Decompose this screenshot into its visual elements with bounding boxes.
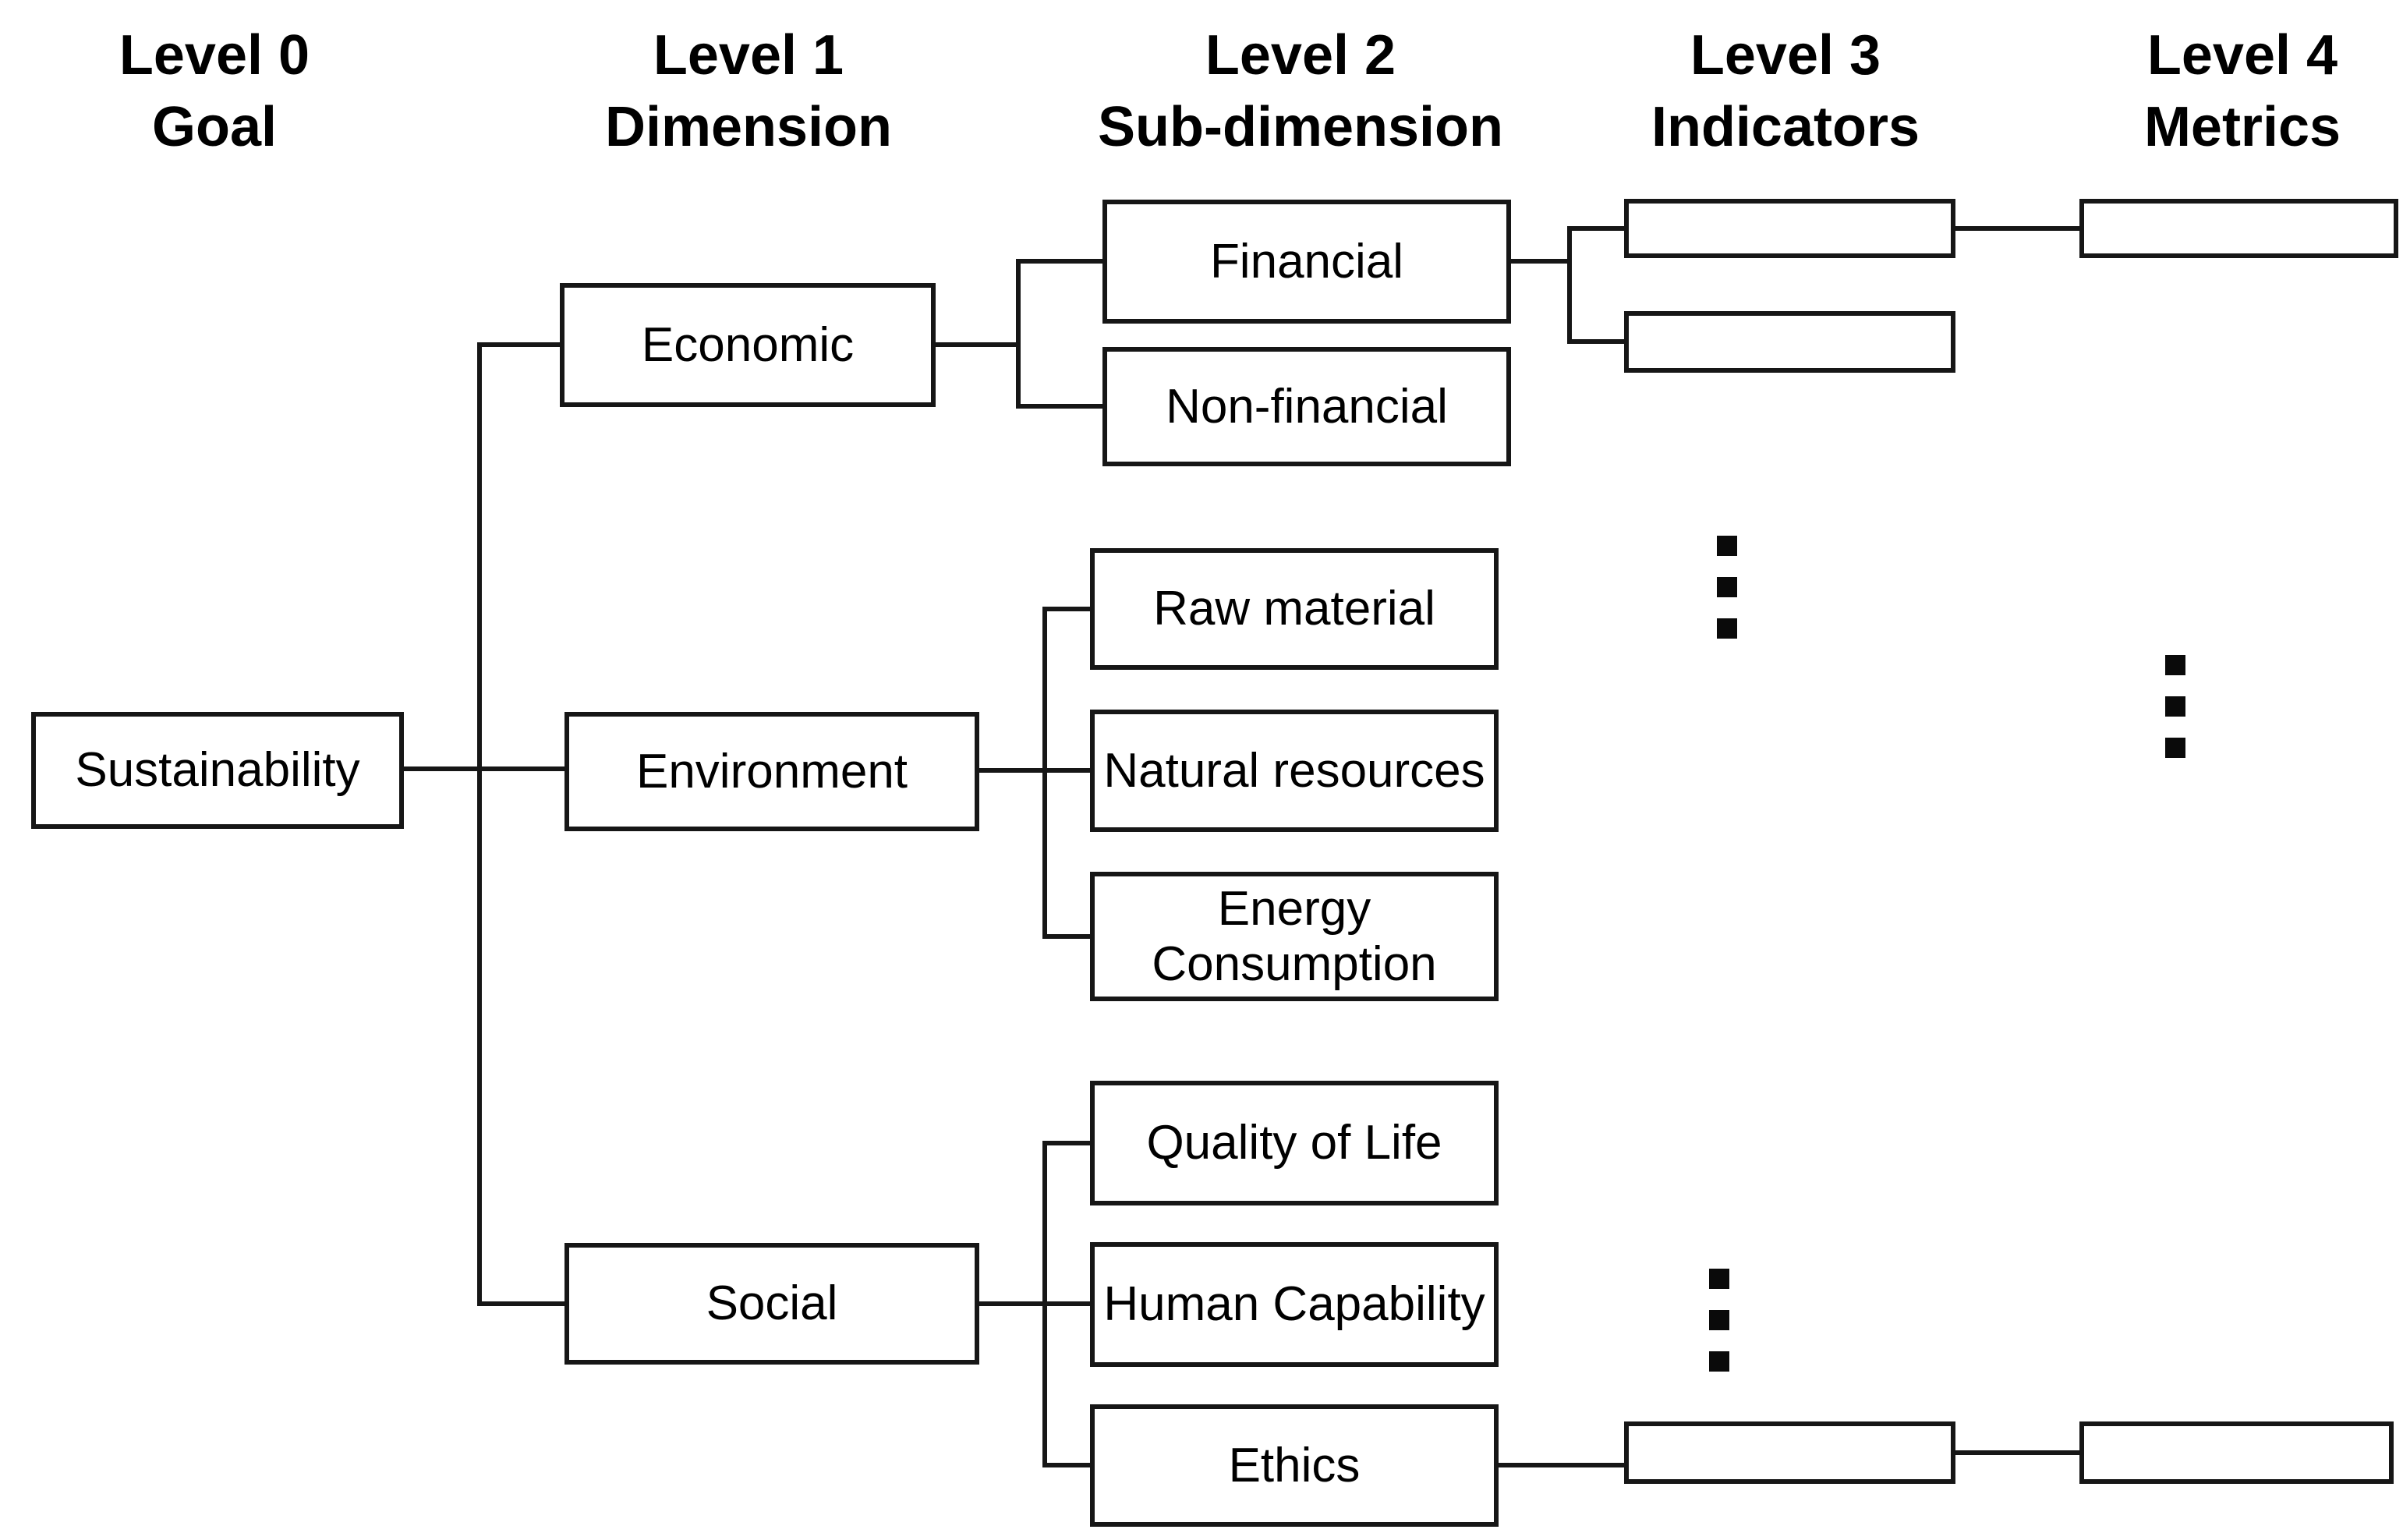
connector-to-non-financial bbox=[1016, 404, 1102, 409]
node-label: Environment bbox=[635, 744, 908, 798]
level4-metric-box-bottom bbox=[2079, 1421, 2394, 1484]
connector-to-indicator-top-2 bbox=[1567, 339, 1624, 344]
connector-indicator-metric-bottom bbox=[1955, 1450, 2079, 1455]
connector-social-human-capability bbox=[979, 1301, 1090, 1306]
node-financial: Financial bbox=[1102, 200, 1511, 324]
node-label: Financial bbox=[1209, 234, 1404, 289]
node-energy-consumption: Energy Consumption bbox=[1090, 872, 1499, 1001]
header-line2: Dimension bbox=[604, 96, 893, 159]
level3-indicator-box-top-1 bbox=[1624, 199, 1955, 258]
node-label: Non-financial bbox=[1166, 379, 1448, 434]
connector-trunk-environment-children bbox=[1042, 607, 1047, 939]
header-line2: Goal bbox=[151, 96, 278, 159]
level4-metric-box-top bbox=[2079, 199, 2398, 258]
connector-trunk-financial-indicators bbox=[1567, 226, 1572, 344]
connector-trunk-economic-children bbox=[1016, 259, 1021, 409]
ellipsis-dot bbox=[2165, 696, 2185, 717]
ellipsis-dot bbox=[1709, 1310, 1729, 1330]
node-label: Natural resources bbox=[1103, 743, 1485, 798]
connector-financial-out bbox=[1511, 259, 1572, 264]
node-label: Social bbox=[706, 1276, 838, 1331]
connector-to-social bbox=[477, 1301, 564, 1306]
node-environment: Environment bbox=[564, 712, 979, 831]
node-label: Raw material bbox=[1153, 582, 1435, 636]
ellipsis-dot bbox=[2165, 738, 2185, 758]
connector-trunk-dimensions bbox=[477, 342, 482, 1306]
header-line1: Level 4 bbox=[2146, 24, 2338, 87]
node-label: Energy Consumption bbox=[1152, 881, 1437, 991]
connector-to-indicator-top-1 bbox=[1567, 226, 1624, 231]
node-sustainability: Sustainability bbox=[31, 712, 404, 829]
node-label: Human Capability bbox=[1103, 1277, 1485, 1332]
connector-to-quality-of-life bbox=[1042, 1141, 1090, 1145]
level3-indicator-box-bottom bbox=[1624, 1421, 1955, 1484]
node-ethics: Ethics bbox=[1090, 1404, 1499, 1527]
connector-trunk-social-children bbox=[1042, 1141, 1047, 1467]
ellipsis-dot bbox=[1717, 618, 1737, 639]
node-economic: Economic bbox=[560, 283, 936, 407]
connector-indicator-metric-top bbox=[1955, 226, 2079, 231]
node-non-financial: Non-financial bbox=[1102, 347, 1511, 466]
node-quality-of-life: Quality of Life bbox=[1090, 1081, 1499, 1205]
ellipsis-dot bbox=[1709, 1351, 1729, 1372]
column-header-level1: Level 1 Dimension bbox=[476, 19, 1021, 163]
connector-to-raw-material bbox=[1042, 607, 1090, 611]
node-social: Social bbox=[564, 1243, 979, 1365]
connector-to-ethics bbox=[1042, 1463, 1090, 1467]
connector-sustainability-environment bbox=[399, 766, 564, 771]
node-label: Quality of Life bbox=[1146, 1116, 1442, 1170]
ellipsis-dot bbox=[2165, 655, 2185, 675]
column-header-level0: Level 0 Goal bbox=[0, 19, 429, 163]
header-line1: Level 0 bbox=[119, 24, 310, 87]
node-label: Economic bbox=[641, 317, 855, 372]
connector-to-energy-consumption bbox=[1042, 934, 1090, 939]
column-header-level3: Level 3 Indicators bbox=[1513, 19, 2058, 163]
ellipsis-dot bbox=[1717, 536, 1737, 556]
connector-ethics-indicator bbox=[1499, 1463, 1624, 1467]
header-line2: Sub-dimension bbox=[1098, 96, 1503, 159]
level3-ellipsis-lower bbox=[1709, 1269, 1729, 1372]
connector-economic-out bbox=[936, 342, 1021, 347]
ellipsis-dot bbox=[1717, 577, 1737, 597]
connector-to-economic bbox=[477, 342, 560, 347]
header-line2: Indicators bbox=[1651, 96, 1920, 159]
level3-indicator-box-top-2 bbox=[1624, 311, 1955, 373]
node-human-capability: Human Capability bbox=[1090, 1242, 1499, 1367]
ellipsis-dot bbox=[1709, 1269, 1729, 1289]
node-raw-material: Raw material bbox=[1090, 548, 1499, 670]
connector-environment-natural-resources bbox=[979, 768, 1090, 773]
header-line2: Metrics bbox=[2143, 96, 2341, 159]
node-label: Sustainability bbox=[75, 743, 360, 798]
node-label: Ethics bbox=[1228, 1438, 1361, 1492]
column-header-level4: Level 4 Metrics bbox=[1969, 19, 2403, 163]
level4-ellipsis bbox=[2165, 655, 2185, 758]
header-line1: Level 1 bbox=[653, 24, 844, 87]
column-header-level2: Level 2 Sub-dimension bbox=[1028, 19, 1573, 163]
node-natural-resources: Natural resources bbox=[1090, 710, 1499, 832]
connector-to-financial bbox=[1016, 259, 1102, 264]
header-line1: Level 2 bbox=[1205, 24, 1396, 87]
level3-ellipsis-upper bbox=[1717, 536, 1737, 639]
header-line1: Level 3 bbox=[1690, 24, 1881, 87]
